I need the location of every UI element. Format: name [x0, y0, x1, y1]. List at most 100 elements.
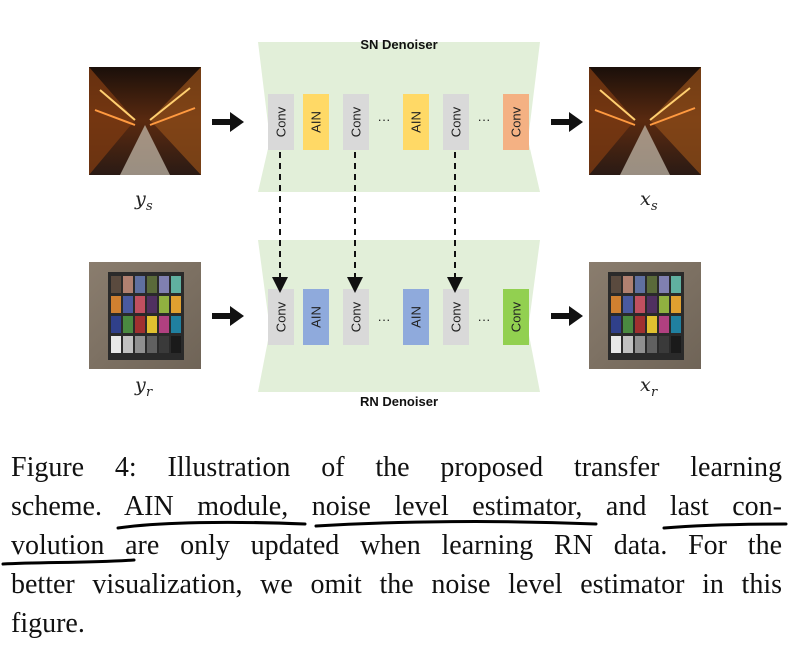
- rn-block-2: [303, 289, 329, 345]
- color-swatch: [135, 276, 145, 293]
- sn-block-1: [268, 94, 294, 150]
- rn-funnel: [258, 240, 540, 392]
- color-swatch: [623, 276, 633, 293]
- color-swatch: [659, 276, 669, 293]
- color-swatch: [147, 316, 157, 333]
- rn-ellipsis-1: ···: [378, 312, 391, 327]
- caption-text: ,: [281, 491, 312, 522]
- caption-term-ain-module: AIN module: [123, 491, 282, 522]
- sn-input-label: y s: [134, 188, 153, 214]
- sn-block-6: [503, 94, 529, 150]
- sn-block-3: [343, 94, 369, 150]
- sn-block-5-label: Conv: [449, 106, 464, 137]
- rn-block-5-label: Conv: [449, 301, 464, 332]
- color-swatch: [647, 336, 657, 353]
- caption-term-last-convolution-cont: volution: [11, 530, 105, 561]
- color-swatch: [147, 296, 157, 313]
- sn-input-image: [89, 67, 201, 175]
- color-swatch: [647, 296, 657, 313]
- rn-block-1-label: Conv: [274, 301, 289, 332]
- color-swatch: [123, 276, 133, 293]
- sn-block-6-label: Conv: [509, 106, 524, 137]
- caption-line-3: volution are only updated when learning …: [11, 526, 782, 565]
- caption-line-2: scheme. AIN module, noise level estimato…: [11, 487, 782, 526]
- caption-text: , and: [575, 491, 670, 522]
- sn-block-2-label: AIN: [309, 111, 324, 133]
- color-swatch: [623, 316, 633, 333]
- color-swatch: [171, 296, 181, 313]
- color-swatch: [159, 296, 169, 313]
- sn-block-row: Conv AIN Conv AIN Conv Conv: [268, 94, 529, 150]
- sn-block-4-label: AIN: [409, 111, 424, 133]
- color-swatch: [647, 276, 657, 293]
- color-swatch: [171, 336, 181, 353]
- color-swatch: [647, 316, 657, 333]
- color-swatch: [111, 276, 121, 293]
- rn-output-arrow: [551, 306, 583, 326]
- sn-block-4: [403, 94, 429, 150]
- figure-caption: Figure 4: Illustration of the proposed t…: [11, 448, 782, 643]
- color-swatch: [659, 336, 669, 353]
- transfer-arrows: [272, 152, 463, 293]
- caption-line-4: better visualization, we omit the noise …: [11, 569, 782, 600]
- color-swatch: [611, 296, 621, 313]
- caption-term-last-convolution: last con-: [669, 491, 782, 522]
- rn-block-4: [403, 289, 429, 345]
- caption-line-5: figure.: [11, 608, 85, 639]
- color-swatch: [671, 336, 681, 353]
- color-swatch: [135, 296, 145, 313]
- color-swatch: [611, 276, 621, 293]
- rn-block-6: [503, 289, 529, 345]
- rn-block-3: [343, 289, 369, 345]
- sn-input-arrow: [212, 112, 244, 132]
- color-swatch: [147, 336, 157, 353]
- svg-text:s: s: [146, 199, 153, 214]
- rn-ellipsis-2: ···: [478, 312, 491, 327]
- color-swatch: [171, 316, 181, 333]
- rn-input-arrow: [212, 306, 244, 326]
- color-swatch: [111, 296, 121, 313]
- rn-block-6-label: Conv: [509, 301, 524, 332]
- svg-text:y: y: [134, 374, 146, 396]
- rn-output-image: [589, 262, 701, 369]
- rn-block-4-label: AIN: [409, 306, 424, 328]
- color-swatch: [147, 276, 157, 293]
- rn-output-label: x r: [640, 374, 658, 400]
- color-swatch: [635, 336, 645, 353]
- svg-text:s: s: [651, 199, 658, 214]
- color-swatch: [635, 276, 645, 293]
- color-swatch: [135, 316, 145, 333]
- color-swatch: [623, 296, 633, 313]
- color-swatch: [159, 316, 169, 333]
- caption-term-noise-level-estimator: noise level estimator: [311, 491, 576, 522]
- color-swatch: [635, 316, 645, 333]
- color-swatch: [135, 336, 145, 353]
- svg-text:x: x: [640, 374, 651, 396]
- color-swatch: [111, 316, 121, 333]
- sn-ellipsis-2: ···: [478, 112, 491, 127]
- sn-block-3-label: Conv: [349, 106, 364, 137]
- sn-funnel: [258, 42, 540, 192]
- color-swatch: [635, 296, 645, 313]
- sn-output-image: [589, 67, 701, 175]
- color-swatch: [671, 316, 681, 333]
- color-swatch: [171, 276, 181, 293]
- color-swatch: [659, 296, 669, 313]
- svg-text:r: r: [651, 385, 658, 400]
- rn-input-label: y r: [134, 374, 153, 400]
- rn-block-2-label: AIN: [309, 306, 324, 328]
- rn-input-image: [89, 262, 201, 369]
- sn-ellipsis-1: ···: [378, 112, 391, 127]
- color-swatch: [123, 296, 133, 313]
- color-swatch: [671, 296, 681, 313]
- rn-title: RN Denoiser: [360, 394, 438, 409]
- flow-arrows: [212, 112, 583, 326]
- sn-block-5: [443, 94, 469, 150]
- caption-text: are only updated when learning RN data. …: [104, 530, 782, 561]
- color-swatch: [111, 336, 121, 353]
- sn-block-2: [303, 94, 329, 150]
- caption-text: scheme.: [11, 491, 124, 522]
- color-swatch: [159, 276, 169, 293]
- sn-block-1-label: Conv: [274, 106, 289, 137]
